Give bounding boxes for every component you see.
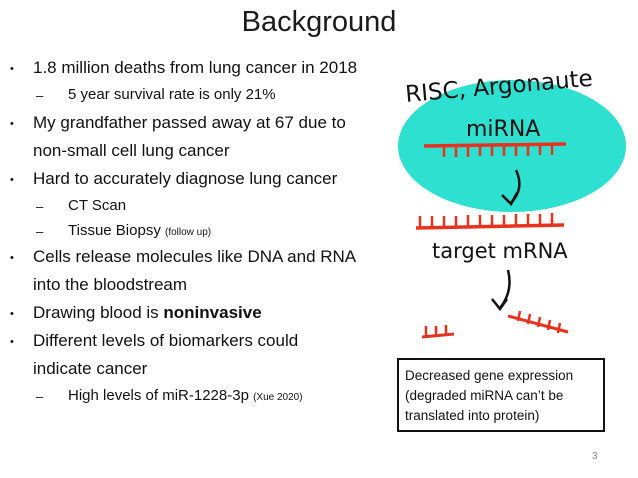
mirna-bases	[442, 145, 554, 157]
sub-bullet-main: High levels of miR-1228-3p	[68, 387, 249, 404]
bullet-dot: •	[10, 118, 14, 130]
sub-bullet-text: Tissue Biopsy (follow up)	[68, 222, 211, 239]
caption-line: (degraded miRNA can’t be	[405, 388, 564, 403]
sub-bullet-text: 5 year survival rate is only 21%	[68, 86, 276, 103]
bullet-dot: •	[10, 63, 14, 75]
target-bases	[418, 213, 554, 228]
bullet-text: 1.8 million deaths from lung cancer in 2…	[33, 58, 358, 77]
bullet-text-bold: noninvasive	[163, 303, 262, 322]
target-backbone	[415, 223, 565, 230]
mirna-backbone	[423, 142, 567, 148]
bullet-dot: •	[10, 336, 14, 348]
bullet-text-plain: Drawing blood is	[33, 303, 164, 322]
bullet-text-cont: indicate cancer	[33, 359, 148, 378]
bullet-text: Drawing blood is noninvasive	[33, 303, 262, 323]
sub-bullet-main: Tissue Biopsy	[68, 222, 161, 239]
page-number: 3	[592, 451, 598, 462]
target-mrna-strand	[415, 213, 565, 230]
bullet-text: Hard to accurately diagnose lung cancer	[33, 169, 338, 188]
fragment-backbone	[421, 332, 455, 339]
sub-bullet-dash: –	[36, 199, 44, 214]
degraded-fragment-left	[421, 325, 455, 339]
bullet-text: Different levels of biomarkers could	[33, 331, 299, 350]
caption-box: Decreased gene expression (degraded miRN…	[397, 358, 605, 432]
fragment-bases	[424, 325, 448, 336]
bullet-text-cont: into the bloodstream	[33, 275, 188, 294]
sub-bullet-note: (Xue 2020)	[253, 392, 303, 403]
mirna-label: miRNA	[466, 117, 540, 142]
slide-title: Background	[241, 6, 397, 38]
sub-bullet-dash: –	[36, 389, 44, 404]
bullet-text-cont: non-small cell lung cancer	[33, 141, 230, 160]
target-mrna-label: target mRNA	[432, 239, 568, 263]
bullet-dot: •	[10, 252, 14, 264]
sub-bullet-dash: –	[36, 88, 44, 103]
sub-bullet-text: CT Scan	[68, 197, 127, 214]
mirna-strand	[423, 142, 567, 157]
fragment-bases	[516, 310, 562, 334]
bullet-text: My grandfather passed away at 67 due to	[33, 113, 346, 132]
caption-line: Decreased gene expression	[405, 368, 574, 383]
bullet-dot: •	[10, 174, 14, 186]
arrow-head-icon	[491, 298, 509, 312]
sub-bullet-text: High levels of miR-1228-3p (Xue 2020)	[68, 387, 303, 404]
mirna-diagram: RISC, Argonaute miRNA target mRNA	[398, 66, 626, 339]
sub-bullet-note: (follow up)	[164, 227, 212, 238]
bullet-text: Cells release molecules like DNA and RNA	[33, 247, 357, 266]
caption-line: translated into protein)	[405, 408, 540, 423]
bullet-dot: •	[10, 308, 14, 320]
sub-bullet-dash: –	[36, 224, 44, 239]
degraded-fragment-right	[507, 310, 569, 334]
arrow-head-icon	[501, 192, 519, 207]
